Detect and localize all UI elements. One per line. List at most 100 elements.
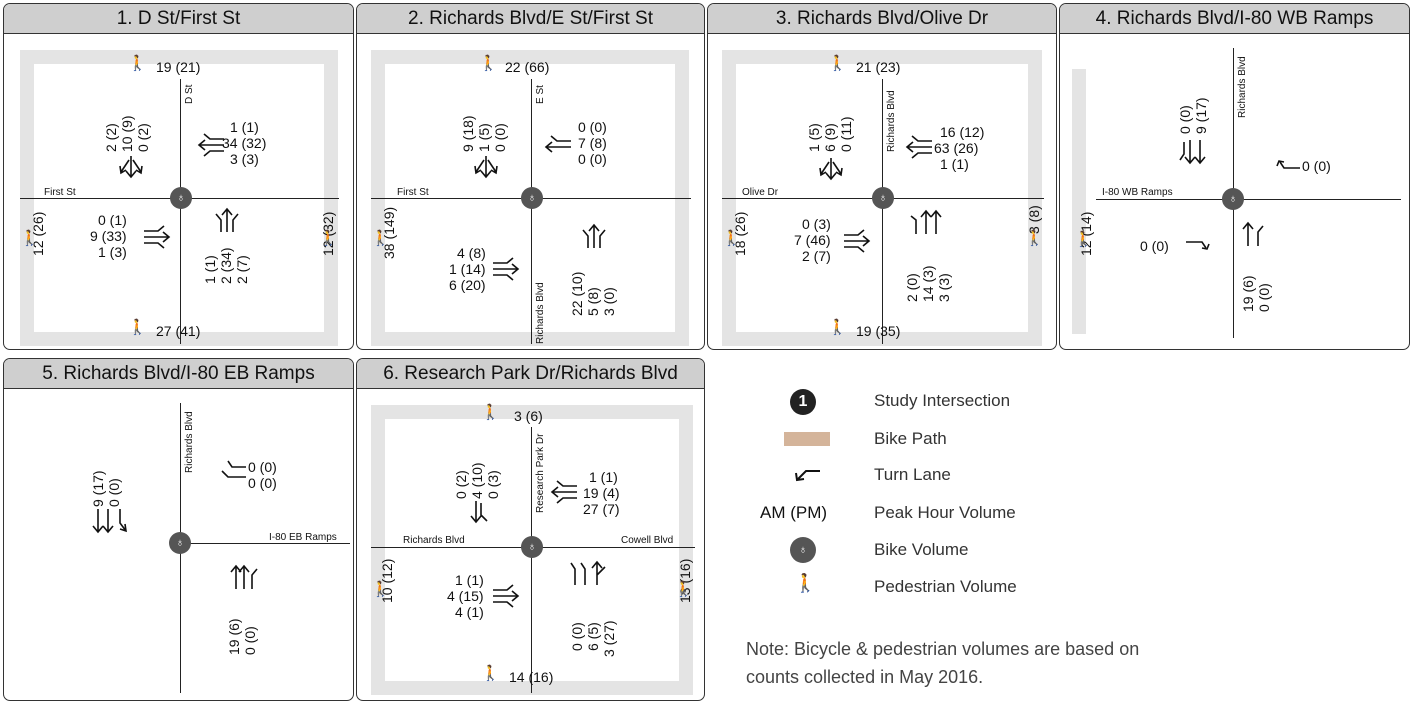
nb-volume: 3 (27) — [601, 620, 617, 657]
sb-volume: 0 (3) — [485, 470, 501, 499]
wb-volume: 19 (4) — [583, 485, 620, 501]
wb-volume: 34 (32) — [222, 135, 267, 151]
ped-volume-n: 19 (21) — [156, 59, 201, 75]
panel-title: 6. Research Park Dr/Richards Blvd — [357, 359, 704, 389]
street-name-ns: D St — [184, 84, 195, 104]
sb-volume: 6 (9) — [822, 123, 838, 152]
eb-arrows — [493, 584, 520, 608]
wb-volume: 1 (1) — [589, 469, 618, 485]
pedestrian-icon: 🚶 — [20, 230, 39, 247]
pedestrian-icon: 🚶 — [794, 573, 817, 593]
bike-volume-icon: ♁ — [170, 187, 192, 209]
sb-arrows — [119, 156, 143, 179]
wb-volume: 0 (0) — [248, 459, 277, 475]
road-ns — [882, 79, 883, 344]
sb-volume: 0 (0) — [1177, 105, 1193, 134]
wb-volume: 27 (7) — [583, 501, 620, 517]
sb-volume: 10 (9) — [119, 115, 135, 152]
wb-volume: 16 (12) — [940, 124, 985, 140]
note-line-2: counts collected in May 2016. — [746, 667, 984, 687]
street-name-ns: Research Park Dr — [535, 433, 546, 513]
nb-volume: 1 (1) — [202, 255, 218, 284]
road-ns — [531, 79, 532, 344]
wb-volume: 1 (1) — [230, 119, 259, 135]
ped-volume-n: 22 (66) — [505, 59, 550, 75]
bike-path-area — [371, 405, 693, 695]
pedestrian-icon: 🚶 — [481, 665, 500, 682]
wb-volume: 0 (0) — [248, 475, 277, 491]
street-name-e: Cowell Blvd — [621, 535, 674, 546]
panel-5: 5. Richards Blvd/I-80 EB Ramps ♁ Richard… — [3, 358, 354, 701]
turn-lane-icon — [795, 470, 820, 482]
volume-format-symbol: AM (PM) — [760, 503, 828, 522]
sb-volume: 0 (2) — [453, 470, 469, 499]
eb-volume: 0 (1) — [98, 212, 127, 228]
legend-turn-lane: Turn Lane — [874, 465, 951, 484]
sb-arrows — [474, 156, 498, 179]
street-name-ns: Richards Blvd — [184, 411, 195, 473]
pedestrian-icon: 🚶 — [828, 55, 847, 72]
nb-arrows — [582, 223, 606, 248]
bike-volume-icon: ♁ — [521, 187, 543, 209]
pedestrian-icon: 🚶 — [481, 404, 500, 421]
eb-arrows — [144, 225, 171, 249]
eb-volume: 2 (7) — [802, 248, 831, 264]
eb-volume: 4 (15) — [447, 588, 484, 604]
panel-2: 2. Richards Blvd/E St/First St ♁ E St Ri… — [356, 3, 705, 350]
panel-6: 6. Research Park Dr/Richards Blvd ♁ Rese… — [356, 358, 705, 701]
eb-arrows — [844, 229, 871, 253]
panel-1: 1. D St/First St ♁ D St First St 🚶 19 (2… — [3, 3, 354, 350]
nb-volume: 6 (5) — [585, 622, 601, 651]
wb-volume: 3 (3) — [230, 151, 259, 167]
eb-volume: 4 (8) — [457, 245, 486, 261]
panel-title: 1. D St/First St — [4, 4, 353, 34]
street-name-ns: Richards Blvd — [1237, 56, 1248, 118]
bike-path-swatch — [784, 432, 830, 446]
legend-bike-volume: Bike Volume — [874, 540, 969, 559]
wb-volume: 0 (0) — [578, 151, 607, 167]
ped-volume-n: 21 (23) — [856, 59, 901, 75]
wb-volume: 0 (0) — [578, 119, 607, 135]
street-name-ew: First St — [44, 187, 76, 198]
eb-volume: 7 (46) — [794, 232, 831, 248]
nb-volume: 3 (0) — [601, 287, 617, 316]
pedestrian-icon: 🚶 — [128, 319, 147, 336]
sb-volume: 4 (10) — [469, 462, 485, 499]
bike-volume-icon: ♁ — [1222, 188, 1244, 210]
wb-arrows — [550, 480, 577, 504]
pedestrian-icon: 🚶 — [128, 55, 147, 72]
nb-volume: 0 (0) — [569, 622, 585, 651]
sb-volume: 9 (17) — [90, 470, 106, 507]
wb-arrows — [544, 135, 571, 153]
bike-path-area — [722, 50, 1042, 346]
wb-arrows — [1276, 160, 1300, 169]
nb-arrows — [910, 209, 942, 234]
panel-title: 4. Richards Blvd/I-80 WB Ramps — [1060, 4, 1409, 34]
nb-volume: 0 (0) — [1256, 283, 1272, 312]
nb-volume: 2 (34) — [218, 247, 234, 284]
pedestrian-icon: 🚶 — [1025, 230, 1044, 247]
nb-arrows — [230, 564, 258, 589]
street-name-ew: Olive Dr — [742, 187, 779, 198]
eb-volume: 0 (3) — [802, 216, 831, 232]
sb-volume: 0 (2) — [135, 123, 151, 152]
ped-volume-s: 19 (35) — [856, 323, 901, 339]
road-ew — [1096, 199, 1401, 200]
nb-arrows — [1242, 221, 1264, 246]
panel-title: 3. Richards Blvd/Olive Dr — [708, 4, 1056, 34]
nb-arrows — [570, 560, 606, 585]
sb-volume: 2 (2) — [103, 123, 119, 152]
nb-volume: 2 (7) — [234, 255, 250, 284]
legend-pedestrian-volume: Pedestrian Volume — [874, 577, 1017, 596]
panel-title: 5. Richards Blvd/I-80 EB Ramps — [4, 359, 353, 389]
panel-3: 3. Richards Blvd/Olive Dr ♁ Richards Blv… — [707, 3, 1057, 350]
bike-volume-icon: ♁ — [872, 187, 894, 209]
bike-volume-icon: ♁ — [169, 532, 191, 554]
sb-volume: 1 (5) — [806, 123, 822, 152]
nb-volume: 19 (6) — [226, 618, 242, 655]
nb-volume: 3 (3) — [936, 273, 952, 302]
eb-volume: 1 (3) — [98, 244, 127, 260]
sb-volume: 0 (0) — [106, 478, 122, 507]
note-line-1: Note: Bicycle & pedestrian volumes are b… — [746, 639, 1140, 659]
legend: 1 Study Intersection Bike Path Turn Lane… — [746, 385, 1400, 695]
